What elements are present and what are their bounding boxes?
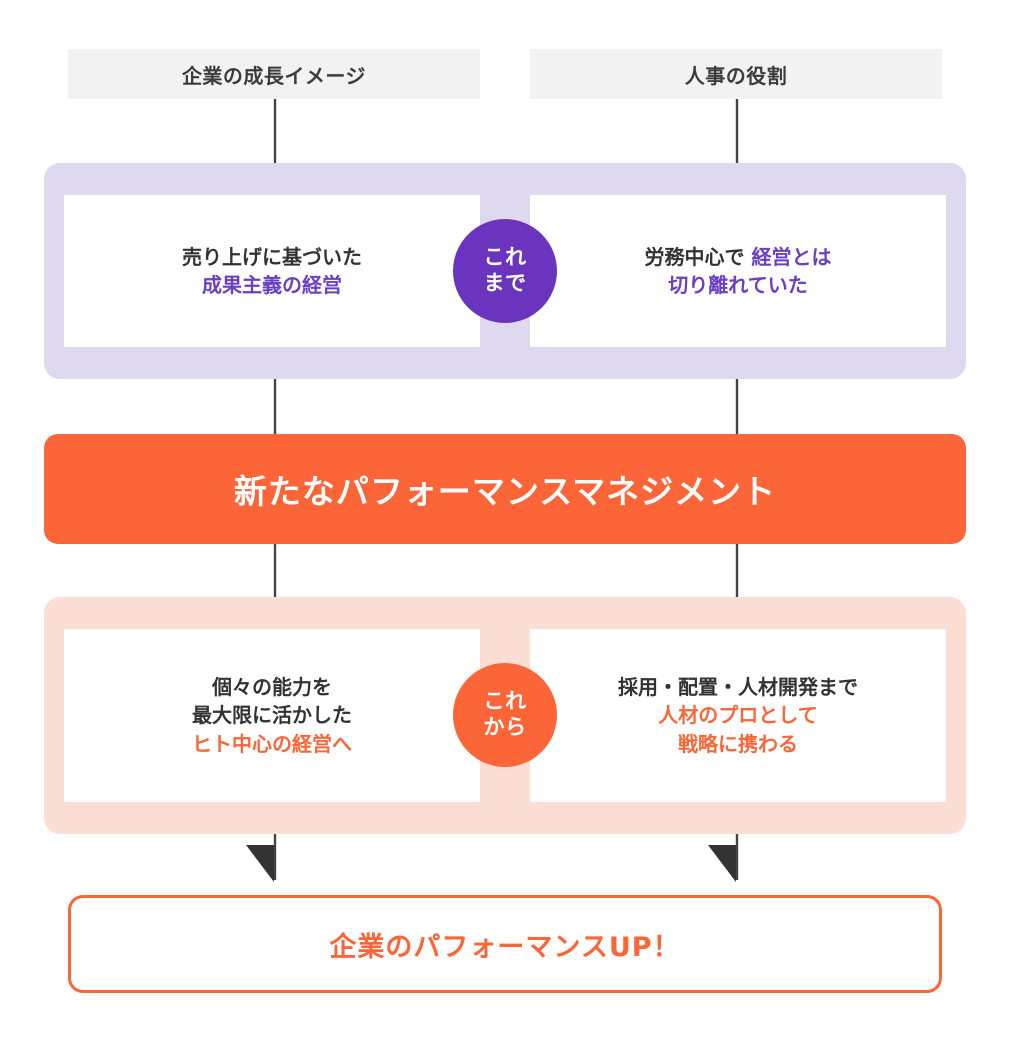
card-future-right-line3: 戦略に携わる [678,731,798,756]
badge-past: これ まで [453,219,557,323]
card-future-right-line2: 人材のプロとして [658,703,818,728]
card-future-hr-role: 採用・配置・人材開発まで 人材のプロとして 戦略に携わる [530,629,946,802]
result-box-performance-up: 企業のパフォーマンスUP！ [68,895,942,993]
card-past-right-line1-dark: 労務中心で [644,244,752,269]
card-future-left-line1: 個々の能力を [212,674,332,699]
banner-new-performance-management: 新たなパフォーマンスマネジメント [44,434,966,544]
column-header-growth-image-label: 企業の成長イメージ [181,63,367,88]
badge-past-line1: これ [483,245,527,270]
arrowhead-left [246,845,274,882]
column-header-hr-role-label: 人事の役割 [684,63,788,88]
card-past-right-line1-accent: 経営とは [751,244,832,269]
badge-past-line2: まで [483,271,527,295]
result-box-label: 企業のパフォーマンスUP！ [329,931,681,963]
card-future-growth-image: 個々の能力を 最大限に活かした ヒト中心の経営へ [64,629,480,802]
card-past-hr-role: 労務中心で 経営とは 切り離れていた [530,195,946,347]
badge-future-line2: から [483,715,527,739]
banner-label: 新たなパフォーマンスマネジメント [233,472,777,511]
card-past-right-line1: 労務中心で 経営とは [645,243,832,271]
badge-future-line1: これ [483,689,527,714]
card-past-right-line2: 切り離れていた [668,273,808,297]
arrowhead-right [708,845,736,882]
card-past-left-line1: 売り上げに基づいた [182,244,362,269]
card-future-right-line1: 採用・配置・人材開発まで [618,674,858,699]
card-future-left-line3: ヒト中心の経営へ [192,731,352,756]
card-past-growth-image: 売り上げに基づいた 成果主義の経営 [64,195,480,347]
badge-future: これ から [453,663,557,767]
card-past-left-line2: 成果主義の経営 [202,273,342,297]
column-header-growth-image: 企業の成長イメージ [68,49,480,99]
column-header-hr-role: 人事の役割 [530,49,942,99]
card-future-left-line2: 最大限に活かした [192,703,352,728]
